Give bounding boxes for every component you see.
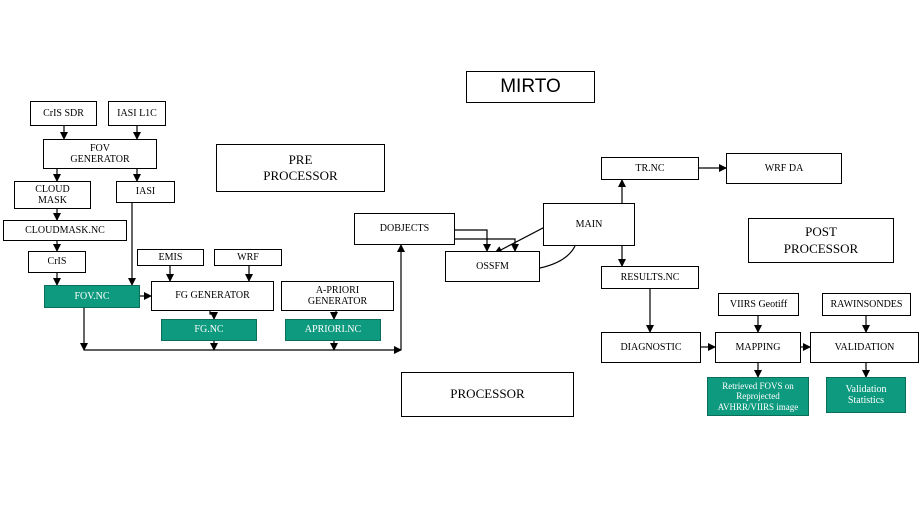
edge-dobjects-to-main xyxy=(455,238,519,252)
fg-generator-node: FG GENERATOR xyxy=(151,281,274,311)
edge-ossfm-to-main xyxy=(539,245,576,269)
post-processor-label: POST PROCESSOR xyxy=(748,218,894,263)
edge-dobjects-to-ossfm xyxy=(455,229,491,252)
cris-node: CrIS xyxy=(28,251,86,273)
processor-label: PROCESSOR xyxy=(401,372,574,417)
cloud-mask-node: CLOUD MASK xyxy=(14,181,91,209)
fov-nc-output: FOV.NC xyxy=(44,285,140,308)
wrf-node: WRF xyxy=(214,249,282,266)
cris-sdr-node: CrIS SDR xyxy=(30,101,97,126)
cloudmask-nc-node: CLOUDMASK.NC xyxy=(3,220,127,241)
edge-apriori-generator-to-apriori-nc xyxy=(330,311,338,320)
results-nc-node: RESULTS.NC xyxy=(601,266,699,289)
apriori-nc-output: APRIORI.NC xyxy=(285,319,381,341)
dobjects-node: DOBJECTS xyxy=(354,213,455,245)
viirs-geotiff-node: VIIRS Geotiff xyxy=(718,293,799,316)
retrieved-fovs-output: Retrieved FOVS on Reprojected AVHRR/VIIR… xyxy=(707,377,809,416)
pre-processor-label: PRE PROCESSOR xyxy=(216,144,385,192)
ossfm-node: OSSFM xyxy=(445,251,540,282)
iasi-l1c-node: IASI L1C xyxy=(108,101,166,126)
edge-fg-generator-to-fg-nc xyxy=(209,311,218,320)
iasi-node: IASI xyxy=(116,181,175,203)
mapping-node: MAPPING xyxy=(715,332,801,363)
diagnostic-node: DIAGNOSTIC xyxy=(601,332,701,363)
main-node: MAIN xyxy=(543,203,635,246)
tr-nc-node: TR.NC xyxy=(601,157,699,180)
wrf-da-node: WRF DA xyxy=(726,153,842,184)
validation-node: VALIDATION xyxy=(810,332,919,363)
emis-node: EMIS xyxy=(137,249,204,266)
mirto-title: MIRTO xyxy=(466,71,595,103)
fg-nc-output: FG.NC xyxy=(161,319,257,341)
validation-statistics-output: Validation Statistics xyxy=(826,377,906,413)
fov-generator-node: FOV GENERATOR xyxy=(43,139,157,169)
rawinsondes-node: RAWINSONDES xyxy=(822,293,911,316)
apriori-generator-node: A-PRIORI GENERATOR xyxy=(281,281,394,311)
